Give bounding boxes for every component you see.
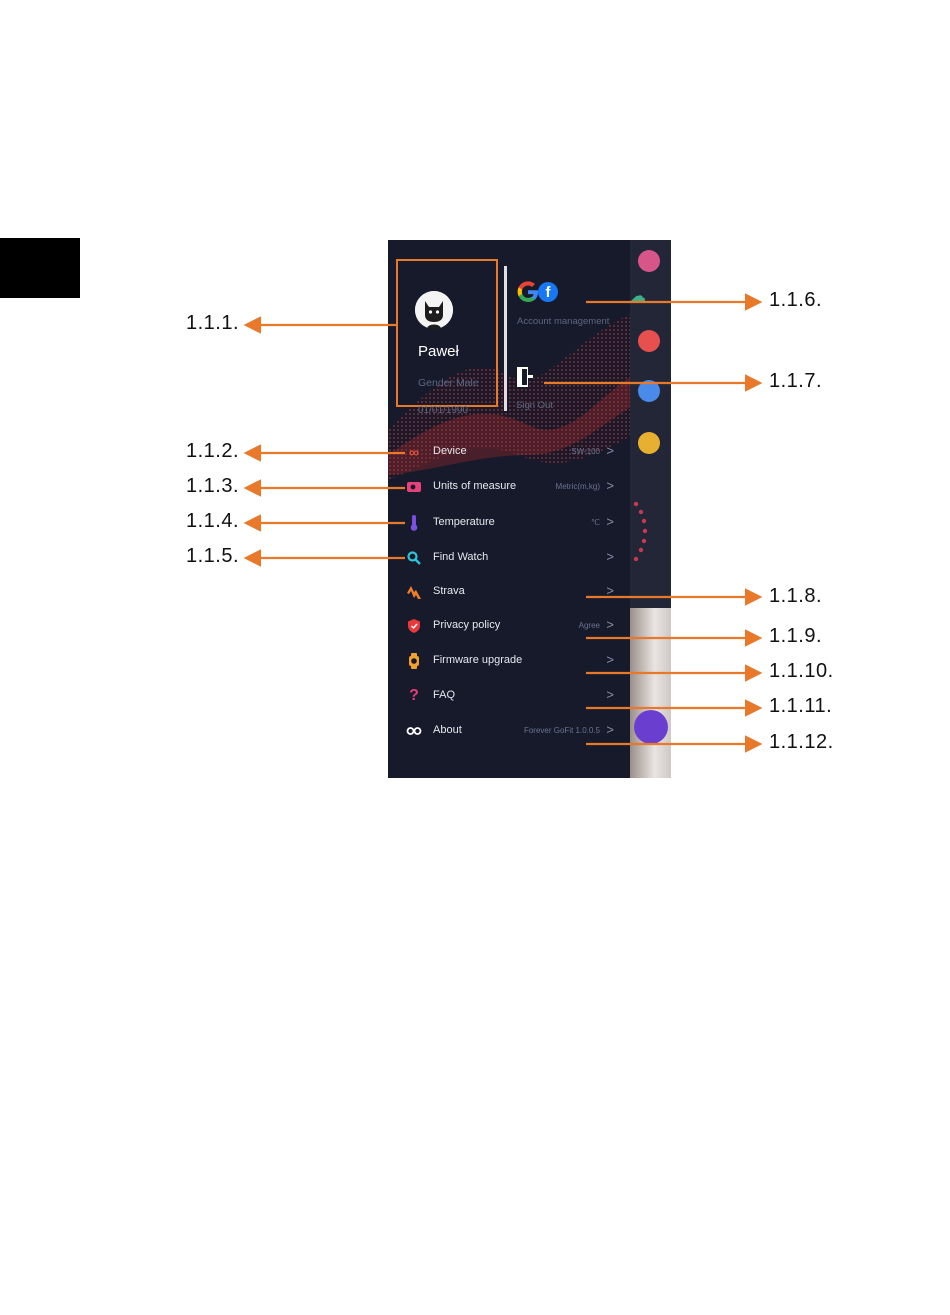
wave-background xyxy=(388,300,671,480)
annotation-label: 1.1.8. xyxy=(769,585,823,607)
menu-item-temperature[interactable]: Temperature ℃ > xyxy=(388,509,618,539)
search-icon xyxy=(406,550,422,566)
sleep-icon xyxy=(638,432,660,454)
annotation-label: 1.1.10. xyxy=(769,660,834,682)
menu-item-value: ℃ xyxy=(591,518,600,527)
background-button xyxy=(634,710,668,744)
menu-item-value: SW-100 xyxy=(571,447,600,456)
annotation-label: 1.1.1. xyxy=(186,312,240,334)
annotation-label: 1.1.5. xyxy=(186,545,240,567)
chevron-right-icon: > xyxy=(606,617,614,632)
menu-item-label: Units of measure xyxy=(433,480,517,492)
menu-item-label: FAQ xyxy=(433,689,456,701)
annotation-label: 1.1.9. xyxy=(769,625,823,647)
background-avatar-icon xyxy=(638,250,660,272)
menu-item-find-watch[interactable]: Find Watch > xyxy=(388,544,618,574)
menu-item-label: Privacy policy xyxy=(433,619,501,631)
chevron-right-icon: > xyxy=(606,549,614,564)
profile-birthdate: 01/01/1990 xyxy=(418,405,469,416)
vertical-divider xyxy=(504,266,507,411)
menu-item-firmware-upgrade[interactable]: Firmware upgrade > xyxy=(388,647,618,677)
thermometer-icon xyxy=(406,515,422,531)
menu-item-privacy-policy[interactable]: Privacy policy Agree > xyxy=(388,612,618,642)
exit-door-icon[interactable] xyxy=(516,366,534,388)
strava-icon xyxy=(406,584,422,600)
annotation-label: 1.1.3. xyxy=(186,475,240,497)
profile-highlight-box[interactable]: Paweł Gender Male 01/01/1990 xyxy=(396,259,498,416)
facebook-logo-icon: f xyxy=(538,282,558,302)
menu-item-label: Device xyxy=(433,445,467,457)
question-icon: ? xyxy=(409,687,419,704)
watch-icon xyxy=(406,653,422,669)
sign-out-label: Sign Out xyxy=(516,400,553,411)
profile-gender: Gender Male xyxy=(418,377,479,389)
background-screen-strip: ☁ xyxy=(630,240,671,778)
chevron-right-icon: > xyxy=(606,652,614,667)
background-photo xyxy=(630,608,671,778)
annotation-label: 1.1.12. xyxy=(769,731,834,753)
menu-item-device[interactable]: ∞ Device SW-100 > xyxy=(388,438,618,468)
app-screen: ☁ Paweł Gender Male 01/01/1990 xyxy=(388,240,671,778)
menu-item-label: Firmware upgrade xyxy=(433,654,523,666)
shield-icon xyxy=(406,618,422,634)
chevron-right-icon: > xyxy=(606,687,614,702)
annotation-label: 1.1.4. xyxy=(186,510,240,532)
link-icon: ∞ xyxy=(409,444,419,460)
infinity-icon xyxy=(406,723,422,739)
annotation-label: 1.1.2. xyxy=(186,440,240,462)
menu-item-label: Temperature xyxy=(433,516,495,528)
menu-item-strava[interactable]: Strava > xyxy=(388,578,618,608)
progress-ring xyxy=(633,501,648,562)
annotation-label: 1.1.7. xyxy=(769,370,823,392)
account-management-label: Account management xyxy=(517,316,610,327)
menu-item-label: About xyxy=(433,724,462,736)
annotation-label: 1.1.6. xyxy=(769,289,823,311)
heart-rate-icon xyxy=(638,330,660,352)
menu-item-label: Find Watch xyxy=(433,551,489,563)
menu-item-units-of-measure[interactable]: Units of measure Metric(m,kg) > xyxy=(388,473,618,503)
chevron-right-icon: > xyxy=(606,478,614,493)
menu-item-label: Strava xyxy=(433,585,465,597)
cloud-icon: ☁ xyxy=(630,288,646,305)
profile-name: Paweł xyxy=(418,343,459,360)
menu-item-about[interactable]: About Forever GoFit 1.0.0.5 > xyxy=(388,717,618,747)
chevron-right-icon: > xyxy=(606,722,614,737)
chevron-right-icon: > xyxy=(606,514,614,529)
ruler-icon xyxy=(406,479,422,495)
menu-item-value: Agree xyxy=(578,621,600,630)
cat-avatar-icon xyxy=(415,291,453,329)
menu-item-value: Forever GoFit 1.0.0.5 xyxy=(523,726,600,735)
drop-icon xyxy=(638,380,660,402)
chevron-right-icon: > xyxy=(606,443,614,458)
page-tab-marker xyxy=(0,238,80,298)
chevron-right-icon: > xyxy=(606,583,614,598)
avatar[interactable] xyxy=(415,291,453,329)
menu-item-faq[interactable]: ? FAQ > xyxy=(388,682,618,712)
menu-item-value: Metric(m,kg) xyxy=(555,482,600,491)
google-logo-icon xyxy=(517,281,538,302)
annotation-label: 1.1.11. xyxy=(769,695,833,717)
